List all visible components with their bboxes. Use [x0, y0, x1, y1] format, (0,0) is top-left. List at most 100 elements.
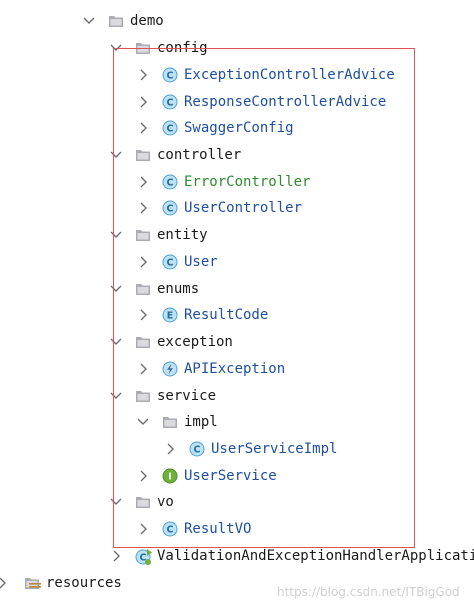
chevron-down-icon[interactable] [108, 147, 124, 163]
folder-icon [135, 227, 151, 243]
class-icon: C [162, 174, 178, 190]
tree-item-label: config [157, 40, 208, 56]
tree-row[interactable]: E ResultCode [0, 305, 474, 325]
chevron-right-icon[interactable] [0, 575, 10, 591]
folder-icon [135, 494, 151, 510]
tree-item-label: UserServiceImpl [211, 441, 338, 457]
tree-item-label: resources [46, 575, 122, 591]
class-icon: C [162, 94, 178, 110]
chevron-down-icon[interactable] [81, 13, 97, 29]
class-icon: C [189, 441, 205, 457]
tree-item-label: APIException [184, 361, 286, 377]
tree-row[interactable]: C User [0, 252, 474, 272]
class-icon: C [162, 67, 178, 83]
tree-row[interactable]: enums [0, 279, 474, 299]
chevron-down-icon[interactable] [108, 494, 124, 510]
tree-item-label: ResultVO [184, 521, 252, 537]
tree-item-label: impl [184, 414, 218, 430]
class-icon: C [162, 254, 178, 270]
chevron-down-icon[interactable] [108, 388, 124, 404]
chevron-down-icon[interactable] [108, 334, 124, 350]
exception-class-icon [162, 361, 178, 377]
tree-item-label: UserService [184, 468, 277, 484]
tree-item-label: ExceptionControllerAdvice [184, 67, 395, 83]
svg-text:C: C [167, 98, 174, 109]
class-icon: C [162, 200, 178, 216]
class-icon: C [162, 120, 178, 136]
folder-icon [108, 13, 124, 29]
class-icon: C [162, 521, 178, 537]
tree-row[interactable]: entity [0, 225, 474, 245]
chevron-right-icon[interactable] [108, 548, 124, 564]
tree-item-label: User [184, 254, 218, 270]
tree-item-label: controller [157, 147, 242, 163]
tree-item-label: SwaggerConfig [184, 120, 294, 136]
tree-row[interactable]: config [0, 38, 474, 58]
tree-item-label: entity [157, 227, 208, 243]
tree-row[interactable]: C ValidationAndExceptionHandlerApplicatio… [0, 546, 474, 566]
chevron-right-icon[interactable] [135, 120, 151, 136]
chevron-down-icon[interactable] [108, 281, 124, 297]
tree-row[interactable]: C SwaggerConfig [0, 118, 474, 138]
tree-item-label: ResponseControllerAdvice [184, 94, 387, 110]
chevron-right-icon[interactable] [135, 67, 151, 83]
tree-item-label: ErrorController [184, 174, 311, 190]
tree-item-label: exception [157, 334, 233, 350]
chevron-right-icon[interactable] [135, 307, 151, 323]
svg-text:C: C [167, 124, 174, 135]
enum-icon: E [162, 307, 178, 323]
tree-row[interactable]: demo [0, 11, 474, 31]
spring-boot-app-icon: C [135, 548, 152, 565]
chevron-right-icon[interactable] [135, 254, 151, 270]
chevron-right-icon[interactable] [135, 521, 151, 537]
svg-text:C: C [167, 525, 174, 536]
tree-row[interactable]: C ErrorController [0, 172, 474, 192]
folder-icon [135, 388, 151, 404]
chevron-down-icon[interactable] [135, 414, 151, 430]
tree-row[interactable]: controller [0, 145, 474, 165]
tree-item-label: UserController [184, 200, 303, 216]
tree-item-label: ValidationAndExceptionHandlerApplication [157, 548, 474, 564]
folder-icon [135, 40, 151, 56]
tree-item-label: ResultCode [184, 307, 269, 323]
tree-row[interactable]: resources [0, 573, 474, 593]
tree-row[interactable]: service [0, 386, 474, 406]
chevron-right-icon[interactable] [135, 200, 151, 216]
folder-icon [135, 334, 151, 350]
tree-row[interactable]: C UserServiceImpl [0, 439, 474, 459]
chevron-down-icon[interactable] [108, 227, 124, 243]
tree-item-label: demo [130, 13, 164, 29]
resources-folder-icon [24, 575, 41, 591]
tree-row[interactable]: I UserService [0, 466, 474, 486]
svg-text:C: C [194, 445, 201, 456]
tree-row[interactable]: vo [0, 492, 474, 512]
folder-icon [162, 414, 178, 430]
chevron-down-icon[interactable] [108, 40, 124, 56]
tree-row[interactable]: C ExceptionControllerAdvice [0, 65, 474, 85]
svg-text:C: C [167, 71, 174, 82]
interface-icon: I [162, 468, 178, 484]
chevron-right-icon[interactable] [135, 174, 151, 190]
svg-text:C: C [140, 553, 147, 564]
tree-row[interactable]: C UserController [0, 198, 474, 218]
tree-item-label: service [157, 388, 217, 404]
folder-icon [135, 281, 151, 297]
watermark-text: https://blog.csdn.net/ITBigGod [277, 585, 460, 599]
chevron-right-icon[interactable] [135, 468, 151, 484]
chevron-right-icon[interactable] [135, 361, 151, 377]
tree-row[interactable]: C ResultVO [0, 519, 474, 539]
svg-text:C: C [167, 204, 174, 215]
tree-item-label: vo [157, 494, 174, 510]
chevron-right-icon[interactable] [135, 94, 151, 110]
tree-row[interactable]: APIException [0, 359, 474, 379]
folder-icon [135, 147, 151, 163]
tree-row[interactable]: C ResponseControllerAdvice [0, 92, 474, 112]
tree-row[interactable]: exception [0, 332, 474, 352]
svg-text:C: C [167, 178, 174, 189]
svg-text:C: C [167, 258, 174, 269]
svg-text:I: I [168, 472, 172, 483]
svg-text:E: E [167, 311, 174, 322]
tree-row[interactable]: impl [0, 412, 474, 432]
chevron-right-icon[interactable] [162, 441, 178, 457]
